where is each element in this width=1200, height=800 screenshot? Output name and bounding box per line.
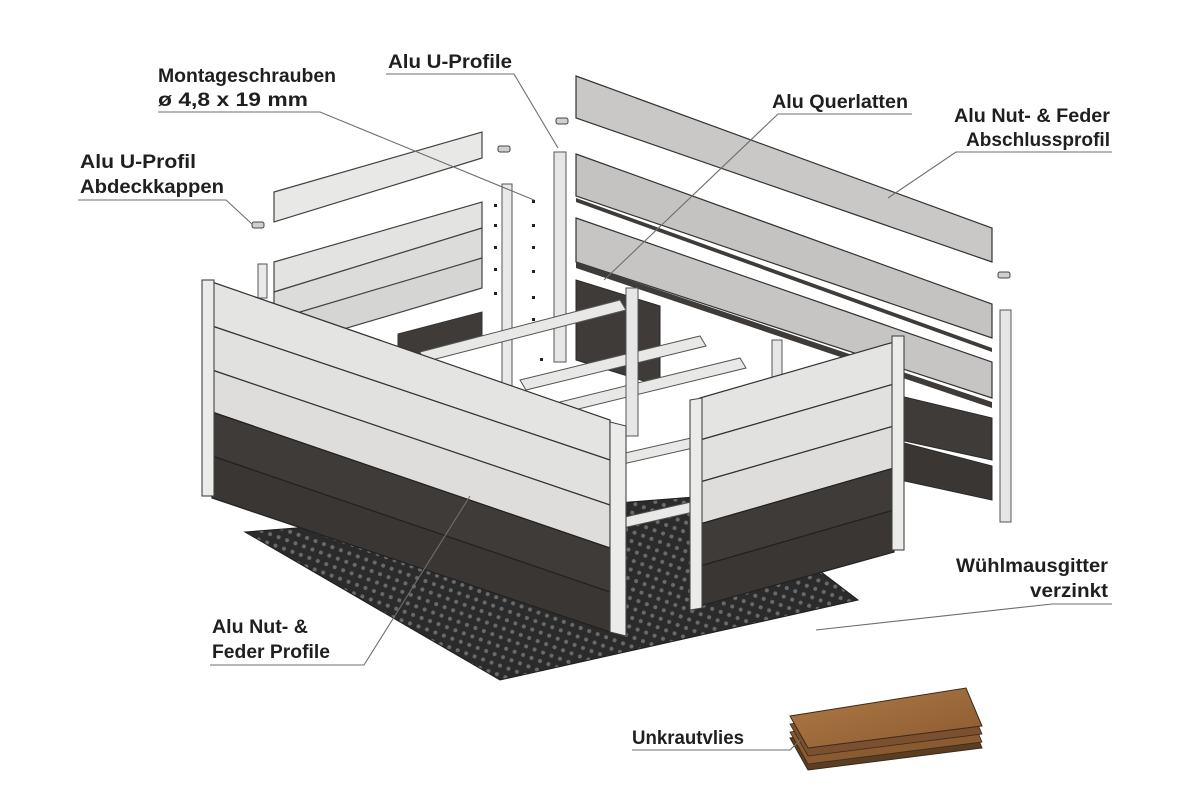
label-mesh-2: verzinkt (1030, 581, 1109, 602)
cross-bars (419, 299, 747, 531)
label-end-profile-2: Abschlussprofil (966, 130, 1110, 151)
weed-fleece (789, 687, 983, 771)
front-wall (201, 279, 627, 637)
label-screws: Montageschrauben (158, 66, 336, 87)
label-tongue-groove-2: Feder Profile (212, 642, 330, 663)
label-cross-bars: Alu Querlatten (772, 92, 908, 113)
label-mesh: Wühlmausgitter (956, 556, 1109, 577)
label-caps-2: Abdeckkappen (80, 177, 224, 198)
label-fleece: Unkrautvlies (632, 728, 744, 749)
label-screws-size: ø 4,8 x 19 mm (158, 90, 308, 111)
label-caps: Alu U-Profil (80, 152, 196, 173)
left-wall-exploded (251, 117, 569, 395)
label-tongue-groove: Alu Nut- & (212, 617, 308, 638)
right-wall (689, 335, 905, 611)
label-u-profile: Alu U-Profile (388, 52, 512, 73)
leader-lines (78, 73, 1112, 751)
label-end-profile: Alu Nut- & Feder (954, 106, 1111, 127)
